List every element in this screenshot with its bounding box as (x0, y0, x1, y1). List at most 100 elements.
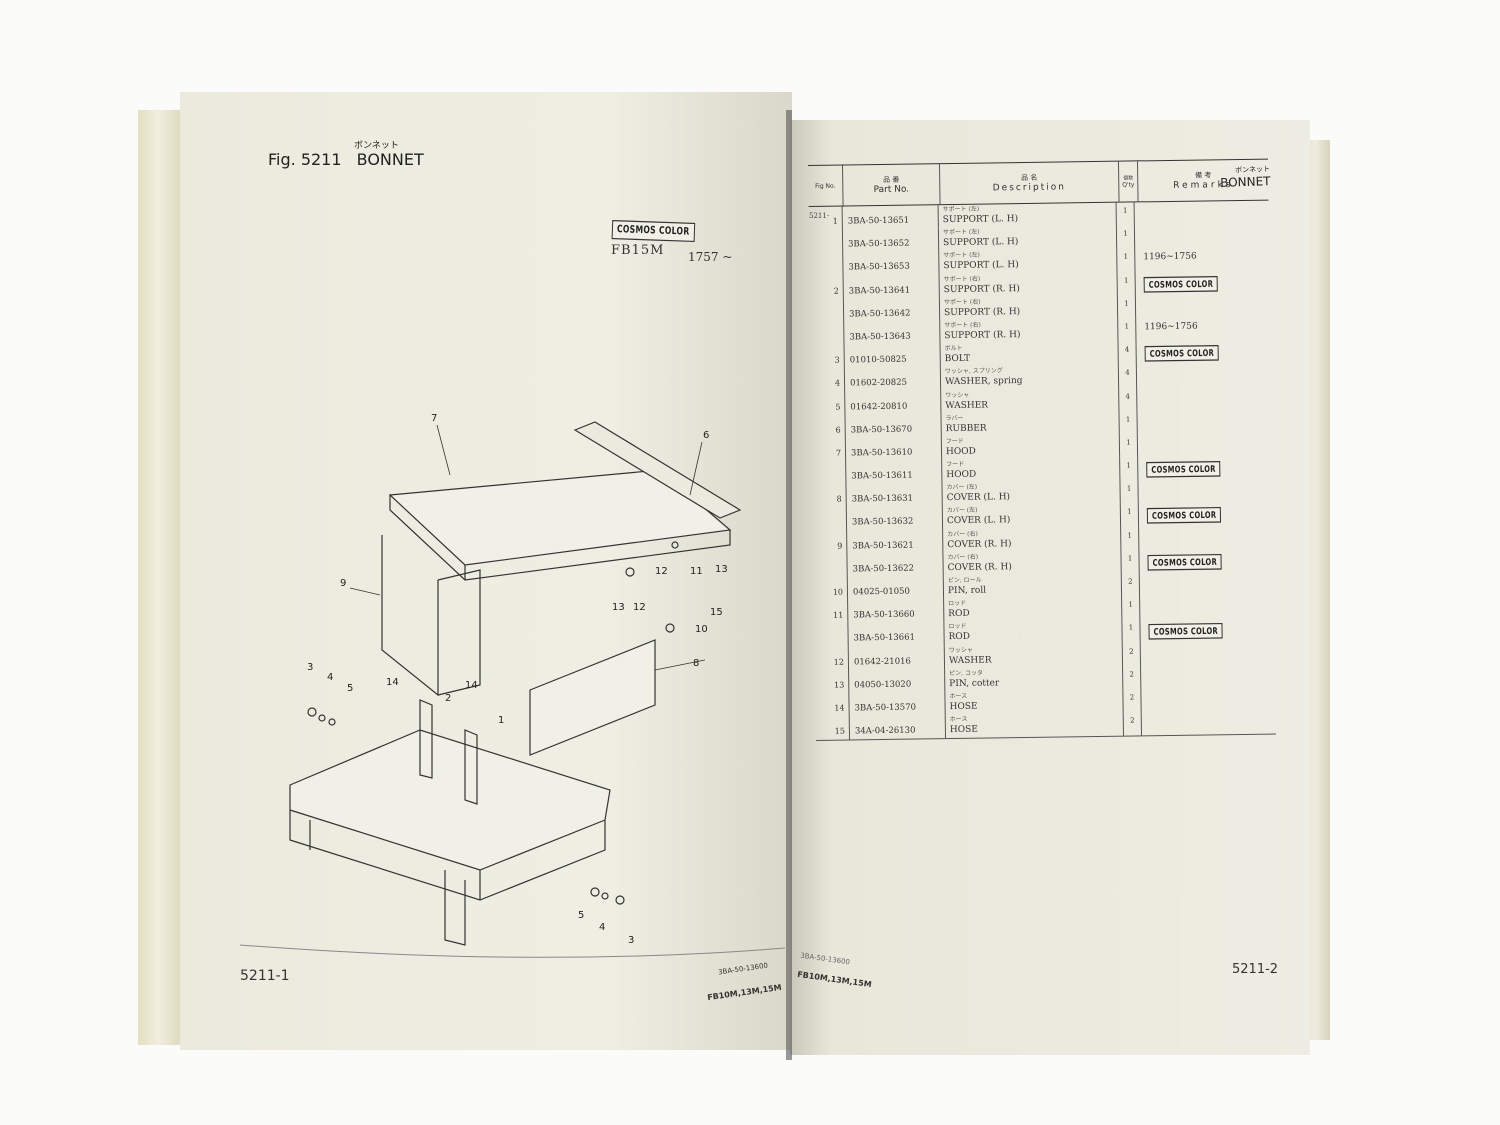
description-jp: サポート (右) (944, 321, 981, 330)
cover-lh-part (381, 535, 439, 697)
description-en: HOSE (949, 724, 978, 736)
callout-4: 4 (327, 672, 334, 683)
remarks (1136, 293, 1266, 318)
callout-2: 2 (445, 693, 452, 704)
remarks (1141, 664, 1271, 689)
quantity: 4 (1118, 364, 1138, 389)
description: サポート (右)SUPPORT (R. H) (939, 272, 1118, 298)
description-en: HOOD (945, 446, 976, 457)
description-en: WASHER (945, 400, 989, 411)
description-en: BOLT (944, 353, 971, 365)
description-en: SUPPORT (R. H) (944, 306, 1021, 318)
description: サポート (右)SUPPORT (R. H) (939, 295, 1119, 322)
right-page-number: 5211-2 (1232, 962, 1279, 977)
ref-number: 3 (810, 345, 845, 370)
figure-label: Fig. 5211 (268, 150, 342, 169)
callout-3b: 3 (628, 935, 635, 946)
ref-number (812, 507, 848, 532)
quantity: 1 (1119, 411, 1138, 435)
description: サポート (右)SUPPORT (R. H) (940, 318, 1119, 345)
callout-3: 3 (307, 662, 314, 673)
remarks (1138, 432, 1268, 457)
ref-number: 9 (813, 531, 848, 555)
description: カバー (左)COVER (L. H) (942, 480, 1121, 507)
description-jp: サポート (右) (943, 275, 981, 283)
rubber-strip-part (573, 421, 742, 519)
remarks: COSMOS COLOR (1139, 502, 1269, 527)
serial-remark: 1196~1756 (1143, 251, 1197, 263)
quantity: 1 (1122, 596, 1141, 621)
ref-number: 14 (815, 693, 850, 718)
ref-number: 6 (811, 415, 846, 439)
quantity: 2 (1122, 642, 1142, 667)
quantity: 2 (1123, 689, 1142, 713)
description-en: COVER (R. H) (947, 562, 1012, 573)
description: カバー (右)COVER (R. H) (943, 527, 1122, 553)
frame-part (289, 729, 611, 871)
description-jp: ロッド (948, 623, 967, 631)
part-number: 3BA-50-13621 (847, 529, 944, 555)
description: サポート (左)SUPPORT (L. H) (938, 225, 1118, 252)
ref-number (809, 299, 845, 323)
remarks (1135, 201, 1265, 226)
description-en: SUPPORT (L. H) (943, 237, 1019, 249)
ref-number: 15 (815, 716, 851, 741)
description-jp: フード (945, 437, 964, 445)
left-page (180, 92, 792, 1050)
book-edge-left (138, 110, 188, 1045)
quantity: 2 (1121, 573, 1141, 597)
description-jp: カバー (右) (947, 530, 978, 538)
ref-number: 7 (811, 438, 847, 463)
part-number: 04050-13020 (849, 668, 946, 694)
description-jp: サポート (左) (943, 251, 980, 260)
remarks: 1196~1756 (1135, 247, 1265, 272)
description-jp: ホース (949, 715, 968, 724)
part-number: 01642-20810 (845, 390, 942, 416)
callout-14b: 14 (465, 680, 478, 691)
callout-7: 7 (431, 413, 438, 424)
description-jp: ピン, コッタ (949, 669, 983, 677)
part-number: 01642-21016 (848, 645, 946, 671)
description-en: ROD (948, 632, 971, 643)
remarks (1139, 525, 1269, 550)
description-jp: ホース (949, 692, 968, 701)
quantity: 1 (1121, 527, 1140, 551)
description-en: PIN, roll (947, 585, 987, 597)
description-jp: カバー (右) (947, 553, 979, 561)
description-en: PIN, cotter (949, 678, 1000, 689)
cosmos-color-stamp: COSMOS COLOR (1148, 623, 1224, 640)
left-page-number: 5211-1 (240, 968, 290, 984)
part-number: 3BA-50-13631 (846, 483, 943, 508)
callout-11: 11 (690, 566, 703, 577)
remarks (1135, 224, 1265, 249)
quantity: 1 (1118, 318, 1137, 342)
right-page (790, 120, 1310, 1055)
callout-15: 15 (710, 607, 723, 618)
description-en: SUPPORT (L. H) (943, 260, 1019, 272)
ref-number: 11 (814, 600, 849, 625)
callout-13: 13 (715, 564, 728, 575)
part-number: 3BA-50-13622 (847, 552, 944, 578)
description: カバー (右)COVER (R. H) (943, 550, 1122, 577)
ref-number: 5 (811, 392, 846, 416)
header-ref: Fig No. (808, 165, 844, 206)
ref-number: 10 (813, 577, 849, 602)
description-jp: サポート (右) (943, 298, 981, 306)
description: サポート (左)SUPPORT (L. H) (939, 249, 1118, 275)
figure-title: Fig. 5211 ボンネット BONNET (268, 141, 424, 169)
part-number: 3BA-50-13670 (845, 413, 942, 439)
serial-remark: 1196~1756 (1144, 321, 1198, 333)
remarks (1142, 711, 1272, 736)
ref-number (808, 229, 844, 254)
